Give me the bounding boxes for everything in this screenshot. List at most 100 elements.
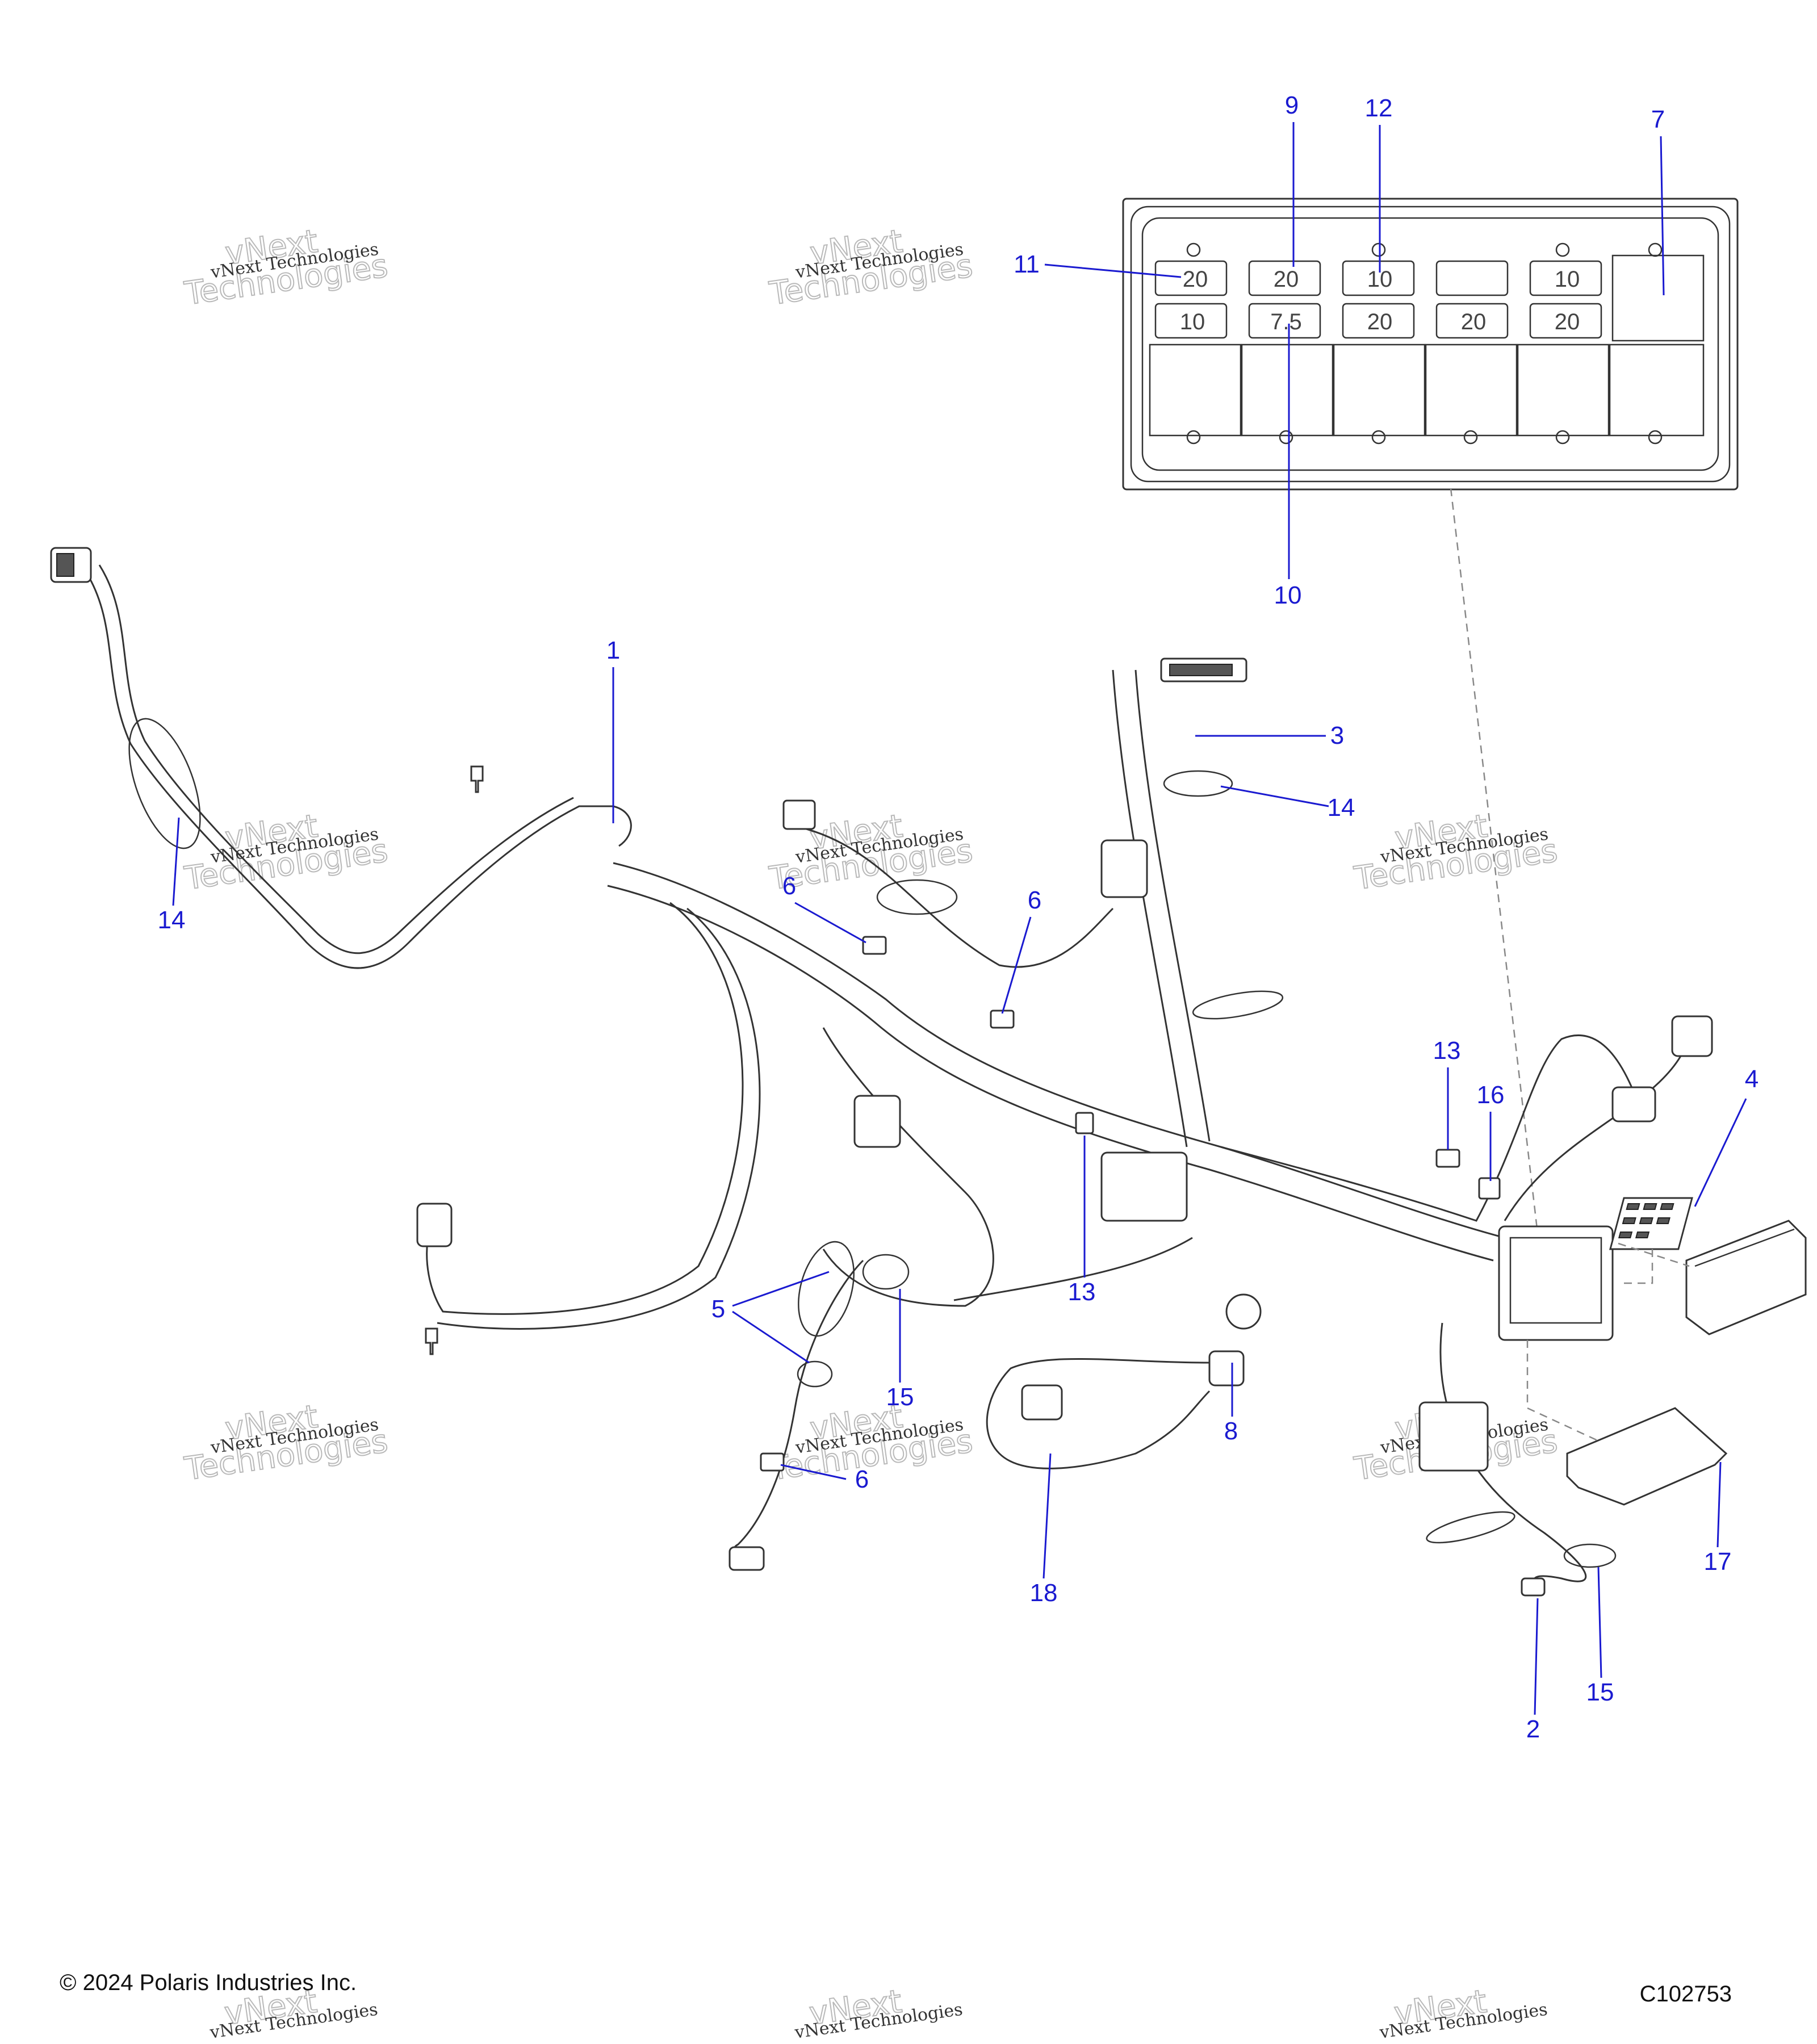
fuse-decal-4: [1609, 1197, 1693, 1250]
rear-up-branch-wire-edge: [1134, 669, 1211, 1142]
connector-lower-left: [729, 1546, 765, 1571]
bracket-17: [1566, 1407, 1728, 1506]
callout-6-right: 6: [1028, 886, 1041, 914]
leader-6-lower: [780, 1464, 847, 1480]
watermark: vNext Technologies vNext Technologies: [182, 223, 391, 313]
sensor-8: [1225, 1293, 1262, 1330]
fuse-label: 7.5: [1270, 309, 1302, 334]
junction-box-center: [1100, 1151, 1188, 1222]
center-branch-wire: [822, 1027, 994, 1307]
post: [1648, 242, 1663, 257]
copyright-text: © 2024 Polaris Industries Inc.: [60, 1970, 357, 1995]
callout-13-right: 13: [1433, 1037, 1461, 1065]
bracket-projection: [1526, 1340, 1602, 1443]
cable-tie-loose: [1426, 1511, 1515, 1544]
fuse-label: 10: [1555, 267, 1580, 292]
cable-tie-5-lower: [797, 1360, 833, 1388]
post: [1555, 430, 1570, 445]
bolt-lower: [425, 1327, 438, 1355]
decal-mark: [1635, 1232, 1650, 1238]
callout-8: 8: [1224, 1417, 1238, 1445]
leader-5a: [732, 1271, 830, 1307]
cable-tie-loop: [876, 879, 958, 915]
callout-5: 5: [711, 1295, 725, 1323]
callout-9: 9: [1285, 91, 1299, 119]
clip-6-left: [862, 936, 887, 955]
fuse-block: [1498, 1225, 1614, 1341]
right-upper-wire: [1504, 1055, 1682, 1221]
leader-6-left: [794, 902, 866, 944]
callouts: 1 2 3 4 5 6 6 6 7 8 9 10 11: [158, 91, 1759, 1743]
callout-16: 16: [1477, 1081, 1505, 1109]
connector-front: [416, 1203, 453, 1247]
connector-latch: [1169, 664, 1233, 676]
callout-2: 2: [1526, 1715, 1540, 1743]
right-branch-wire: [1220, 1034, 1636, 1222]
callout-4: 4: [1745, 1065, 1759, 1093]
relay-cavity: [1517, 344, 1610, 437]
main-trunk-wire-edge: [607, 885, 1494, 1262]
callout-14-right: 14: [1328, 794, 1355, 822]
connector-right-upper: [1671, 1015, 1713, 1057]
watermark: vNext Technologies vNext Technologies: [182, 807, 391, 898]
callout-1: 1: [606, 636, 620, 664]
leader-17: [1716, 1461, 1722, 1548]
fuse-labels: 20 20 10 10 10 7.5 20 20 20: [1180, 267, 1580, 334]
upper-mid-branch-wire: [806, 828, 1114, 968]
callout-17: 17: [1704, 1548, 1732, 1576]
post: [1463, 430, 1478, 445]
decal-mark: [1626, 1203, 1640, 1210]
fastener-13-left: [1075, 1112, 1094, 1134]
decal-mark: [1639, 1217, 1653, 1224]
post: [1371, 430, 1386, 445]
post: [1555, 242, 1570, 257]
watermark: vNext Technologies vNext Technologies: [1351, 807, 1560, 898]
post: [1279, 430, 1293, 445]
callout-7: 7: [1651, 106, 1665, 133]
cable-tie-5-upper: [798, 1241, 855, 1337]
cable-tie-15-left: [862, 1254, 910, 1290]
decal-mark: [1618, 1232, 1633, 1238]
fuse-box-rim: [1130, 206, 1731, 483]
watermark: vNext vNext Technologies: [793, 1983, 964, 2043]
fuse-slot: [1435, 303, 1509, 339]
callout-15-left: 15: [886, 1383, 914, 1411]
callout-3: 3: [1330, 722, 1344, 749]
fuse-label: 10: [1180, 309, 1205, 334]
watermark: vNext Technologies vNext Technologies: [767, 223, 976, 313]
leader-4: [1694, 1098, 1747, 1207]
fuse-slot: [1529, 303, 1602, 339]
center-cross-wire: [953, 1237, 1193, 1301]
connector-latch: [56, 553, 74, 577]
relay-cavity: [1333, 344, 1426, 437]
callout-15-right: 15: [1586, 1678, 1614, 1706]
fuse-label: 20: [1555, 309, 1580, 334]
fuse-slot: [1248, 260, 1321, 296]
fuse-slot: [1529, 260, 1602, 296]
callout-6-left: 6: [782, 872, 796, 900]
leader-5b: [732, 1310, 810, 1364]
clip-16: [1478, 1177, 1501, 1200]
projection-line: [1450, 488, 1540, 1244]
cover-edge: [1694, 1228, 1795, 1267]
relay-cavity: [1149, 344, 1242, 437]
watermark: vNext Technologies vNext Technologies: [182, 1398, 391, 1489]
clip-6-lower: [760, 1452, 785, 1472]
fuse-slots: [1154, 260, 1602, 339]
cover-projection: [1618, 1242, 1690, 1267]
callout-18: 18: [1030, 1579, 1058, 1607]
fuse-box-posts: [1186, 242, 1663, 445]
relay-cluster: [1418, 1401, 1489, 1472]
watermark: vNext vNext Technologies: [1378, 1983, 1549, 2043]
post: [1371, 242, 1386, 257]
fuse-label: 20: [1274, 267, 1299, 292]
fuse-slot: [1342, 303, 1415, 339]
lower-branch-18-wire: [986, 1358, 1211, 1469]
callout-12: 12: [1365, 94, 1393, 122]
callout-10: 10: [1274, 581, 1302, 609]
bolt-upper: [470, 765, 484, 793]
callout-13-center: 13: [1068, 1278, 1096, 1306]
fuse-block-grid: [1509, 1237, 1602, 1324]
cable-tie-14-left: [128, 718, 201, 849]
